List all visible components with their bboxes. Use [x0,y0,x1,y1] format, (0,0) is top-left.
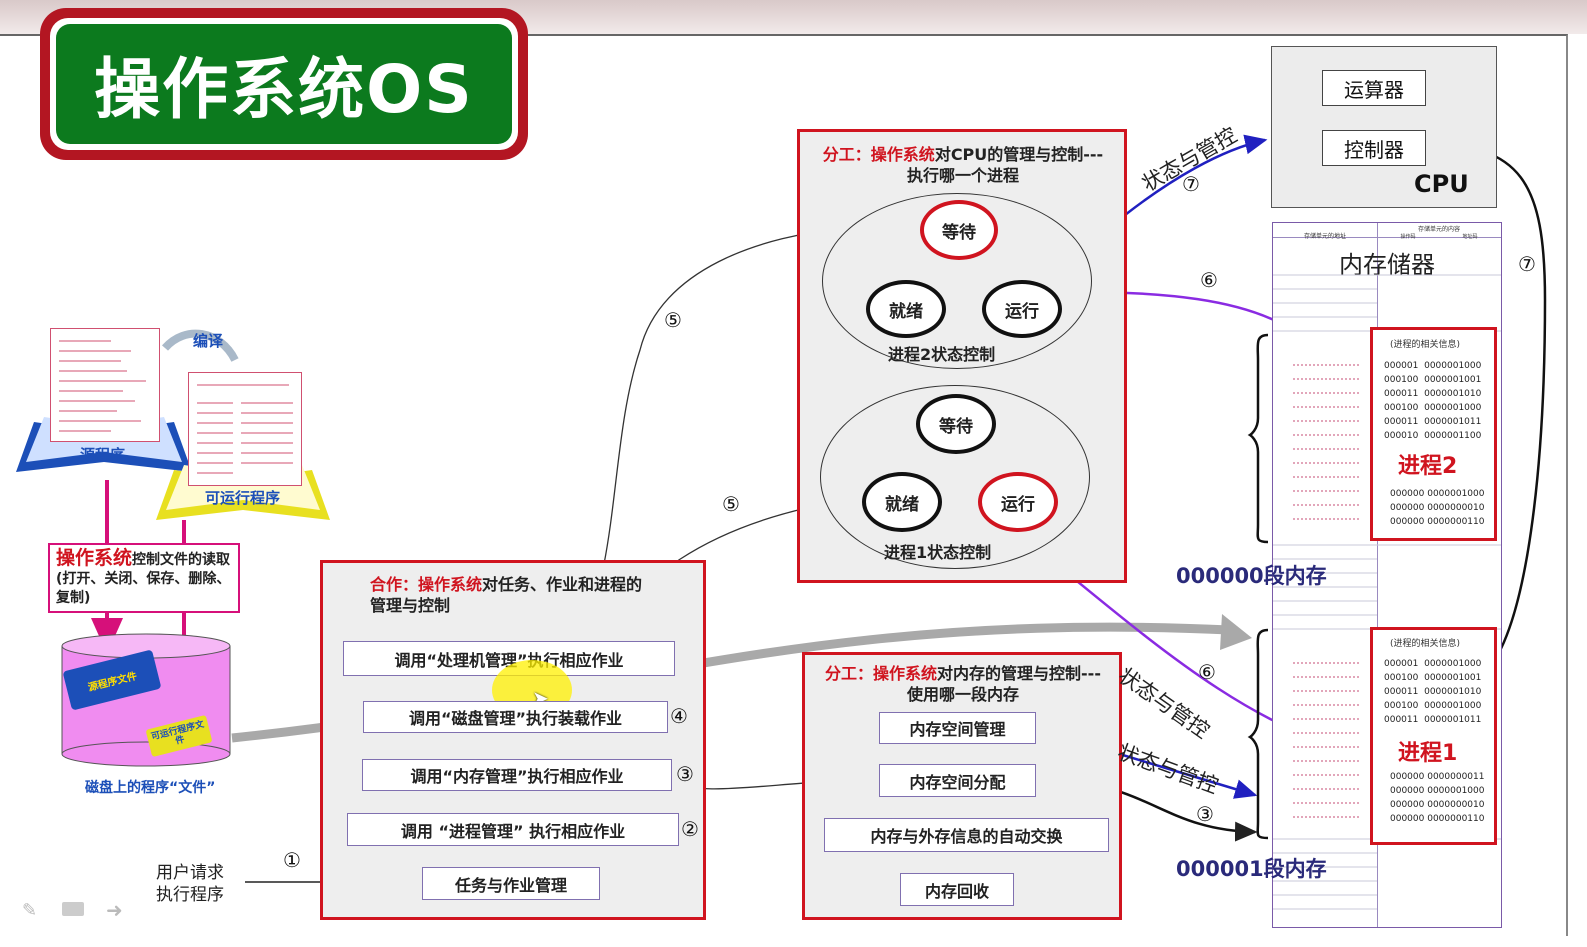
memory-mgmt-title-rest: 对内存的管理与控制---使用哪一段内存 [906,664,1101,704]
cpu-mgmt-title-rest: 对CPU的管理与控制---执行哪一个进程 [906,145,1104,185]
cooperation-title: 合作：操作系统对任务、作业和进程的管理与控制 [370,574,650,616]
alu-box: 运算器 [1322,70,1426,106]
compile-label: 编译 [193,332,224,350]
source-program-label: 源程序 [80,446,126,464]
user-request-line1: 用户请求 [156,863,224,883]
memory-space-mgmt[interactable]: 内存空间管理 [879,712,1036,744]
mem-header-addrcode: 地址码 [1462,234,1478,240]
step-1-label: ① [283,848,301,872]
step-7b-label: ⑦ [1518,252,1536,276]
process1-label: 进程1 [1398,741,1458,766]
disk-caption: 磁盘上的程序“文件” [85,780,216,796]
process2-code-rows: 000001 0000001000 000100 0000001001 0000… [1384,361,1482,441]
process-mgmt-job[interactable]: 调用 “进程管理” 执行相应作业 [347,813,679,846]
process2-block [1370,327,1497,541]
segment-1-label: 000001段内存 [1176,857,1327,881]
process1-block [1370,627,1497,845]
memory-reclaim[interactable]: 内存回收 [900,873,1014,906]
file-control-os: 操作系统 [56,547,133,569]
next-arrow-icon[interactable]: ➜ [106,898,123,922]
coop-title-rest: 对任务、作业和进程的管理与控制 [370,575,643,615]
page-title: 操作系统OS [56,24,512,144]
mem-header-content: 存储单元的内容 [1417,226,1460,233]
cpu-label: CPU [1414,170,1469,198]
mem-header-addr: 存储单元的地址 [1303,233,1346,240]
task-job-mgmt[interactable]: 任务与作业管理 [422,867,600,900]
executable-program-label: 可运行程序 [205,489,281,507]
segment-0-label: 000000段内存 [1176,564,1327,588]
memory-swap[interactable]: 内存与外存信息的自动交换 [824,818,1109,852]
step-6b-label: ⑥ [1198,660,1216,684]
process2-run-node: 运行 [982,280,1062,338]
executable-code-page [188,372,302,486]
process1-run-node: 运行 [978,472,1058,532]
step-3-label: ③ [676,762,694,786]
memory-space-alloc[interactable]: 内存空间分配 [879,764,1036,797]
process2-ready-node: 就绪 [866,280,946,338]
pen-icon[interactable]: ✎ [22,900,38,921]
memory-mgmt-job[interactable]: 调用“内存管理”执行相应作业 [362,759,672,791]
step-6a-label: ⑥ [1200,268,1218,292]
step-5a-label: ⑤ [664,308,682,332]
coop-title-red2: 操作系统 [418,575,483,594]
cpu-mgmt-title-red: 分工：操作系统 [822,145,935,164]
cooperation-box [320,560,706,920]
step-2-label: ② [681,817,699,841]
process1-info: (进程的相关信息) [1390,639,1461,649]
step-3b-label: ③ [1196,802,1214,826]
process1-code-rows: 000001 0000001000 000100 0000001001 0000… [1384,659,1482,725]
file-control-text: 控制文件的读取(打开、关闭、保存、删除、复制) [56,552,231,606]
coop-title-red1: 合作： [370,575,419,594]
process2-label: 进程2 [1398,454,1458,479]
process2-info: (进程的相关信息) [1390,340,1461,350]
step-7a-label: ⑦ [1182,172,1200,196]
process2-state-caption: 进程2状态控制 [888,345,996,364]
step-4-label: ④ [670,704,688,728]
memory-title: 内存储器 [1339,251,1435,279]
process2-state-ellipse [822,193,1092,369]
mem-header-opcode: 操作码 [1400,234,1416,240]
process1-state-caption: 进程1状态控制 [884,543,992,562]
memory-mgmt-title-red: 分工：操作系统 [825,664,938,683]
process1-wait-node: 等待 [916,394,996,454]
user-request-line2: 执行程序 [156,885,224,905]
cpu-block [1271,46,1497,208]
controller-box: 控制器 [1322,130,1426,166]
process2-wait-node: 等待 [920,200,998,260]
process1-state-ellipse [820,385,1090,569]
source-code-page [50,328,160,442]
disk-mgmt-job[interactable]: 调用“磁盘管理”执行装载作业 [363,701,668,733]
cpu-mgmt-title: 分工：操作系统对CPU的管理与控制---执行哪一个进程 [818,144,1108,186]
process1-ready-node: 就绪 [862,472,942,532]
step-5b-label: ⑤ [722,492,740,516]
slides-icon[interactable] [62,902,84,916]
user-request: 用户请求 执行程序 [156,862,224,906]
memory-mgmt-title: 分工：操作系统对内存的管理与控制---使用哪一段内存 [822,663,1104,705]
file-control-box: 操作系统控制文件的读取(打开、关闭、保存、删除、复制) [48,543,240,613]
